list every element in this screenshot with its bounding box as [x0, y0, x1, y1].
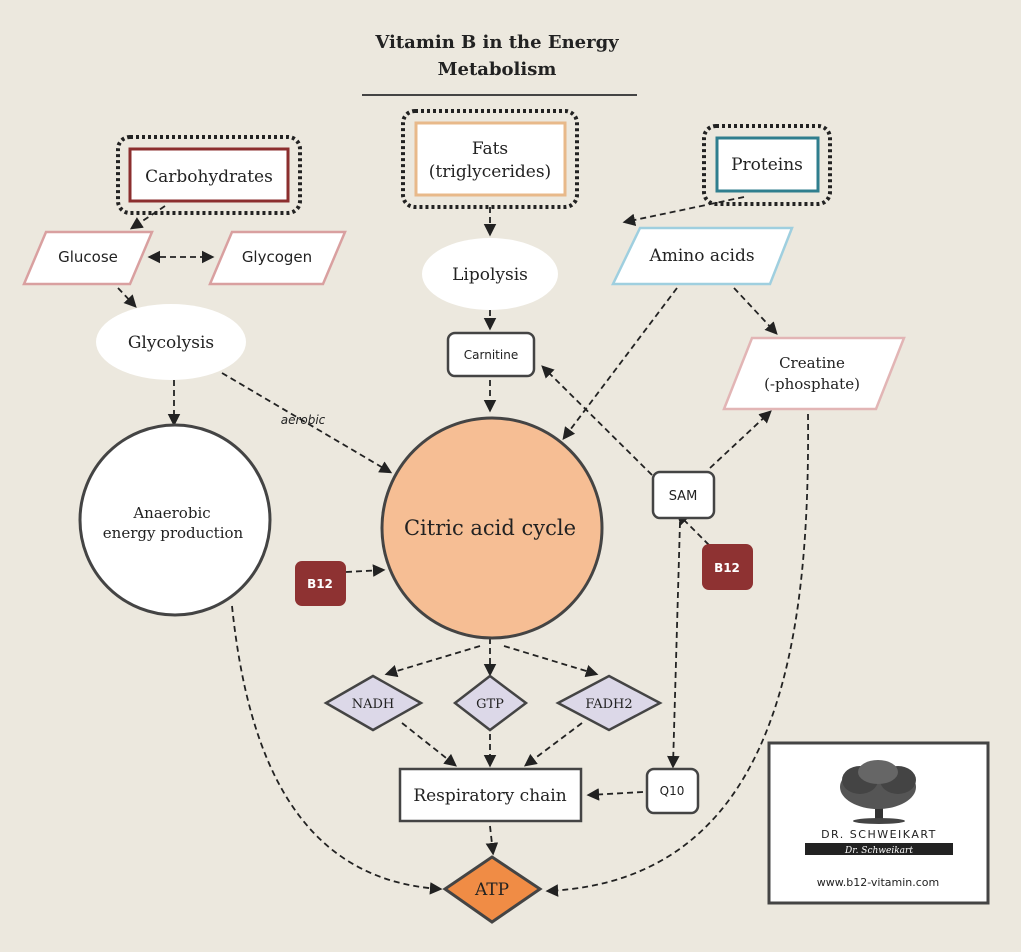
arrow-q10-respiratory	[586, 788, 644, 801]
glycolysis-label: Glycolysis	[128, 333, 214, 353]
fadh2-node: FADH2	[555, 674, 663, 732]
glycogen-node: Glycogen	[208, 230, 347, 286]
creatine-node: Creatine (-phosphate)	[722, 336, 906, 411]
creatine-label-line2: (-phosphate)	[764, 375, 860, 393]
arrow-citric-fadh2	[503, 645, 599, 678]
gtp-node: GTP	[452, 674, 529, 732]
fadh2-label: FADH2	[585, 697, 632, 712]
proteins-node: Proteins	[702, 124, 832, 206]
arrow-b12-citric	[345, 564, 386, 577]
citric-acid-cycle-label: Citric acid cycle	[404, 516, 576, 540]
q10-node: Q10	[645, 767, 700, 815]
arrow-fadh2-respiratory	[523, 722, 583, 767]
respiratory-chain-label: Respiratory chain	[413, 786, 566, 806]
fats-label-line1: Fats	[472, 139, 508, 159]
arrow-nadh-respiratory	[401, 722, 457, 767]
atp-label: ATP	[474, 880, 509, 900]
b12-right-node: B12	[702, 544, 753, 590]
arrow-respiratory-atp	[485, 825, 499, 856]
q10-label: Q10	[660, 784, 685, 798]
diagram-title-line1: Vitamin B in the Energy	[374, 32, 619, 53]
amino-acids-label: Amino acids	[648, 246, 754, 266]
glucose-label: Glucose	[58, 248, 118, 266]
nadh-label: NADH	[352, 697, 395, 712]
arrows	[117, 196, 809, 897]
tree-logo-icon	[840, 760, 916, 824]
arrow-sam-creatine	[709, 410, 772, 469]
glycogen-label: Glycogen	[242, 248, 312, 266]
amino-acids-node: Amino acids	[611, 226, 794, 286]
logo-signature: Dr. Schweikart	[844, 846, 913, 856]
b12-left-label: B12	[307, 577, 333, 591]
atp-node: ATP	[442, 855, 543, 924]
carbohydrates-label: Carbohydrates	[145, 167, 273, 187]
nadh-node: NADH	[323, 674, 424, 732]
creatine-label-line1: Creatine	[779, 354, 845, 372]
logo-brand: DR. SCHWEIKART	[821, 828, 937, 841]
arrow-glucose-glycolysis	[117, 287, 137, 308]
arrow-proteins-amino	[622, 196, 745, 227]
sam-label: SAM	[669, 489, 698, 504]
diagram-title-line2: Metabolism	[438, 59, 557, 80]
logo-box: DR. SCHWEIKART Dr. Schweikart www.b12-vi…	[767, 741, 990, 905]
lipolysis-label: Lipolysis	[452, 265, 528, 285]
fats-label-line2: (triglycerides)	[429, 162, 551, 182]
arrow-b12-sam	[676, 512, 717, 553]
anaerobic-label-line2: energy production	[103, 524, 244, 542]
carbohydrates-node: Carbohydrates	[116, 135, 302, 215]
arrow-sam-carnitine	[541, 365, 653, 476]
arrow-amino-creatine	[733, 287, 778, 335]
arrow-carbs-glucose	[129, 205, 166, 230]
carnitine-node: Carnitine	[446, 331, 536, 378]
anaerobic-node: Anaerobic energy production	[78, 423, 272, 617]
carnitine-label: Carnitine	[464, 348, 518, 362]
arrow-glycolysis-citric	[221, 372, 393, 474]
arrow-creatine-atp	[545, 413, 809, 897]
citric-acid-cycle-node: Citric acid cycle	[380, 416, 604, 640]
b12-left-node: B12	[295, 561, 346, 606]
glucose-node: Glucose	[22, 230, 154, 286]
b12-right-label: B12	[714, 561, 740, 575]
anaerobic-label-line1: Anaerobic	[132, 504, 210, 522]
respiratory-chain-node: Respiratory chain	[398, 767, 583, 823]
proteins-label: Proteins	[731, 155, 803, 175]
glycolysis-node: Glycolysis	[96, 304, 246, 380]
sam-node: SAM	[651, 470, 716, 520]
arrow-sam-q10	[666, 521, 681, 769]
gtp-label: GTP	[476, 697, 504, 712]
fats-node: Fats (triglycerides)	[401, 109, 579, 209]
arrow-anaerobic-atp	[231, 605, 443, 895]
lipolysis-node: Lipolysis	[422, 238, 558, 310]
logo-signature-band	[805, 843, 953, 855]
arrow-citric-nadh	[384, 645, 481, 678]
arrow-amino-citric	[562, 287, 678, 441]
logo-url: www.b12-vitamin.com	[817, 876, 939, 889]
aerobic-label: aerobic	[281, 413, 326, 427]
